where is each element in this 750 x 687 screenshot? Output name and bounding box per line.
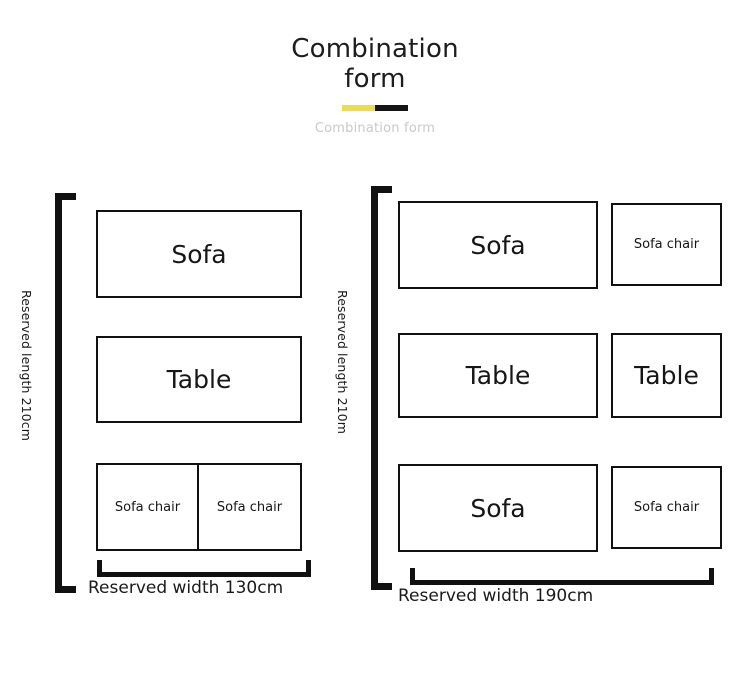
title-divider <box>342 105 408 111</box>
furniture-box-sofa-chair: Sofa chair <box>98 465 199 549</box>
furniture-box-table: Table <box>96 336 302 423</box>
reserved-length-bracket-right <box>371 186 392 590</box>
furniture-box-table: Table <box>398 333 598 418</box>
layout-diagram-130cm: Reserved length 210cm Sofa Table Sofa ch… <box>14 186 344 626</box>
furniture-label: Table <box>634 361 699 390</box>
reserved-width-label-right: Reserved width 190cm <box>398 586 594 606</box>
divider-yellow-segment <box>342 105 375 111</box>
furniture-label: Table <box>465 361 531 390</box>
reserved-length-label-left: Reserved length 210cm <box>19 290 34 441</box>
furniture-box-sofa-chair: Sofa chair <box>199 465 300 549</box>
furniture-label: Table <box>166 365 232 394</box>
layout-diagram-190cm: Reserved length 210m Sofa Sofa chair Tab… <box>330 186 740 634</box>
furniture-box-sofa: Sofa <box>398 464 598 552</box>
furniture-label: Sofa <box>171 239 227 269</box>
reserved-width-bracket-left <box>97 560 311 577</box>
furniture-box-sofa-chair-pair: Sofa chair Sofa chair <box>96 463 302 551</box>
divider-black-segment <box>375 105 408 111</box>
furniture-box-sofa-chair: Sofa chair <box>611 203 722 286</box>
reserved-width-label-left: Reserved width 130cm <box>88 578 284 598</box>
furniture-box-sofa: Sofa <box>96 210 302 298</box>
furniture-box-table: Table <box>611 333 722 418</box>
page-title-line-1: Combination <box>291 34 459 64</box>
page-header: Combination form Combination form <box>0 0 750 136</box>
page-subtitle: Combination form <box>314 121 436 136</box>
page-title: Combination form <box>0 34 750 94</box>
furniture-label: Sofa chair <box>633 237 700 252</box>
furniture-box-sofa: Sofa <box>398 201 598 289</box>
reserved-length-bracket-left <box>55 193 76 593</box>
page-title-line-2: form <box>344 64 406 94</box>
reserved-width-bracket-right <box>410 568 714 585</box>
furniture-label: Sofa <box>470 230 526 260</box>
furniture-box-sofa-chair: Sofa chair <box>611 466 722 549</box>
reserved-length-label-right: Reserved length 210m <box>335 290 350 435</box>
furniture-label: Sofa chair <box>114 499 181 515</box>
furniture-label: Sofa <box>470 493 526 523</box>
furniture-label: Sofa chair <box>216 499 283 515</box>
furniture-label: Sofa chair <box>633 500 700 515</box>
